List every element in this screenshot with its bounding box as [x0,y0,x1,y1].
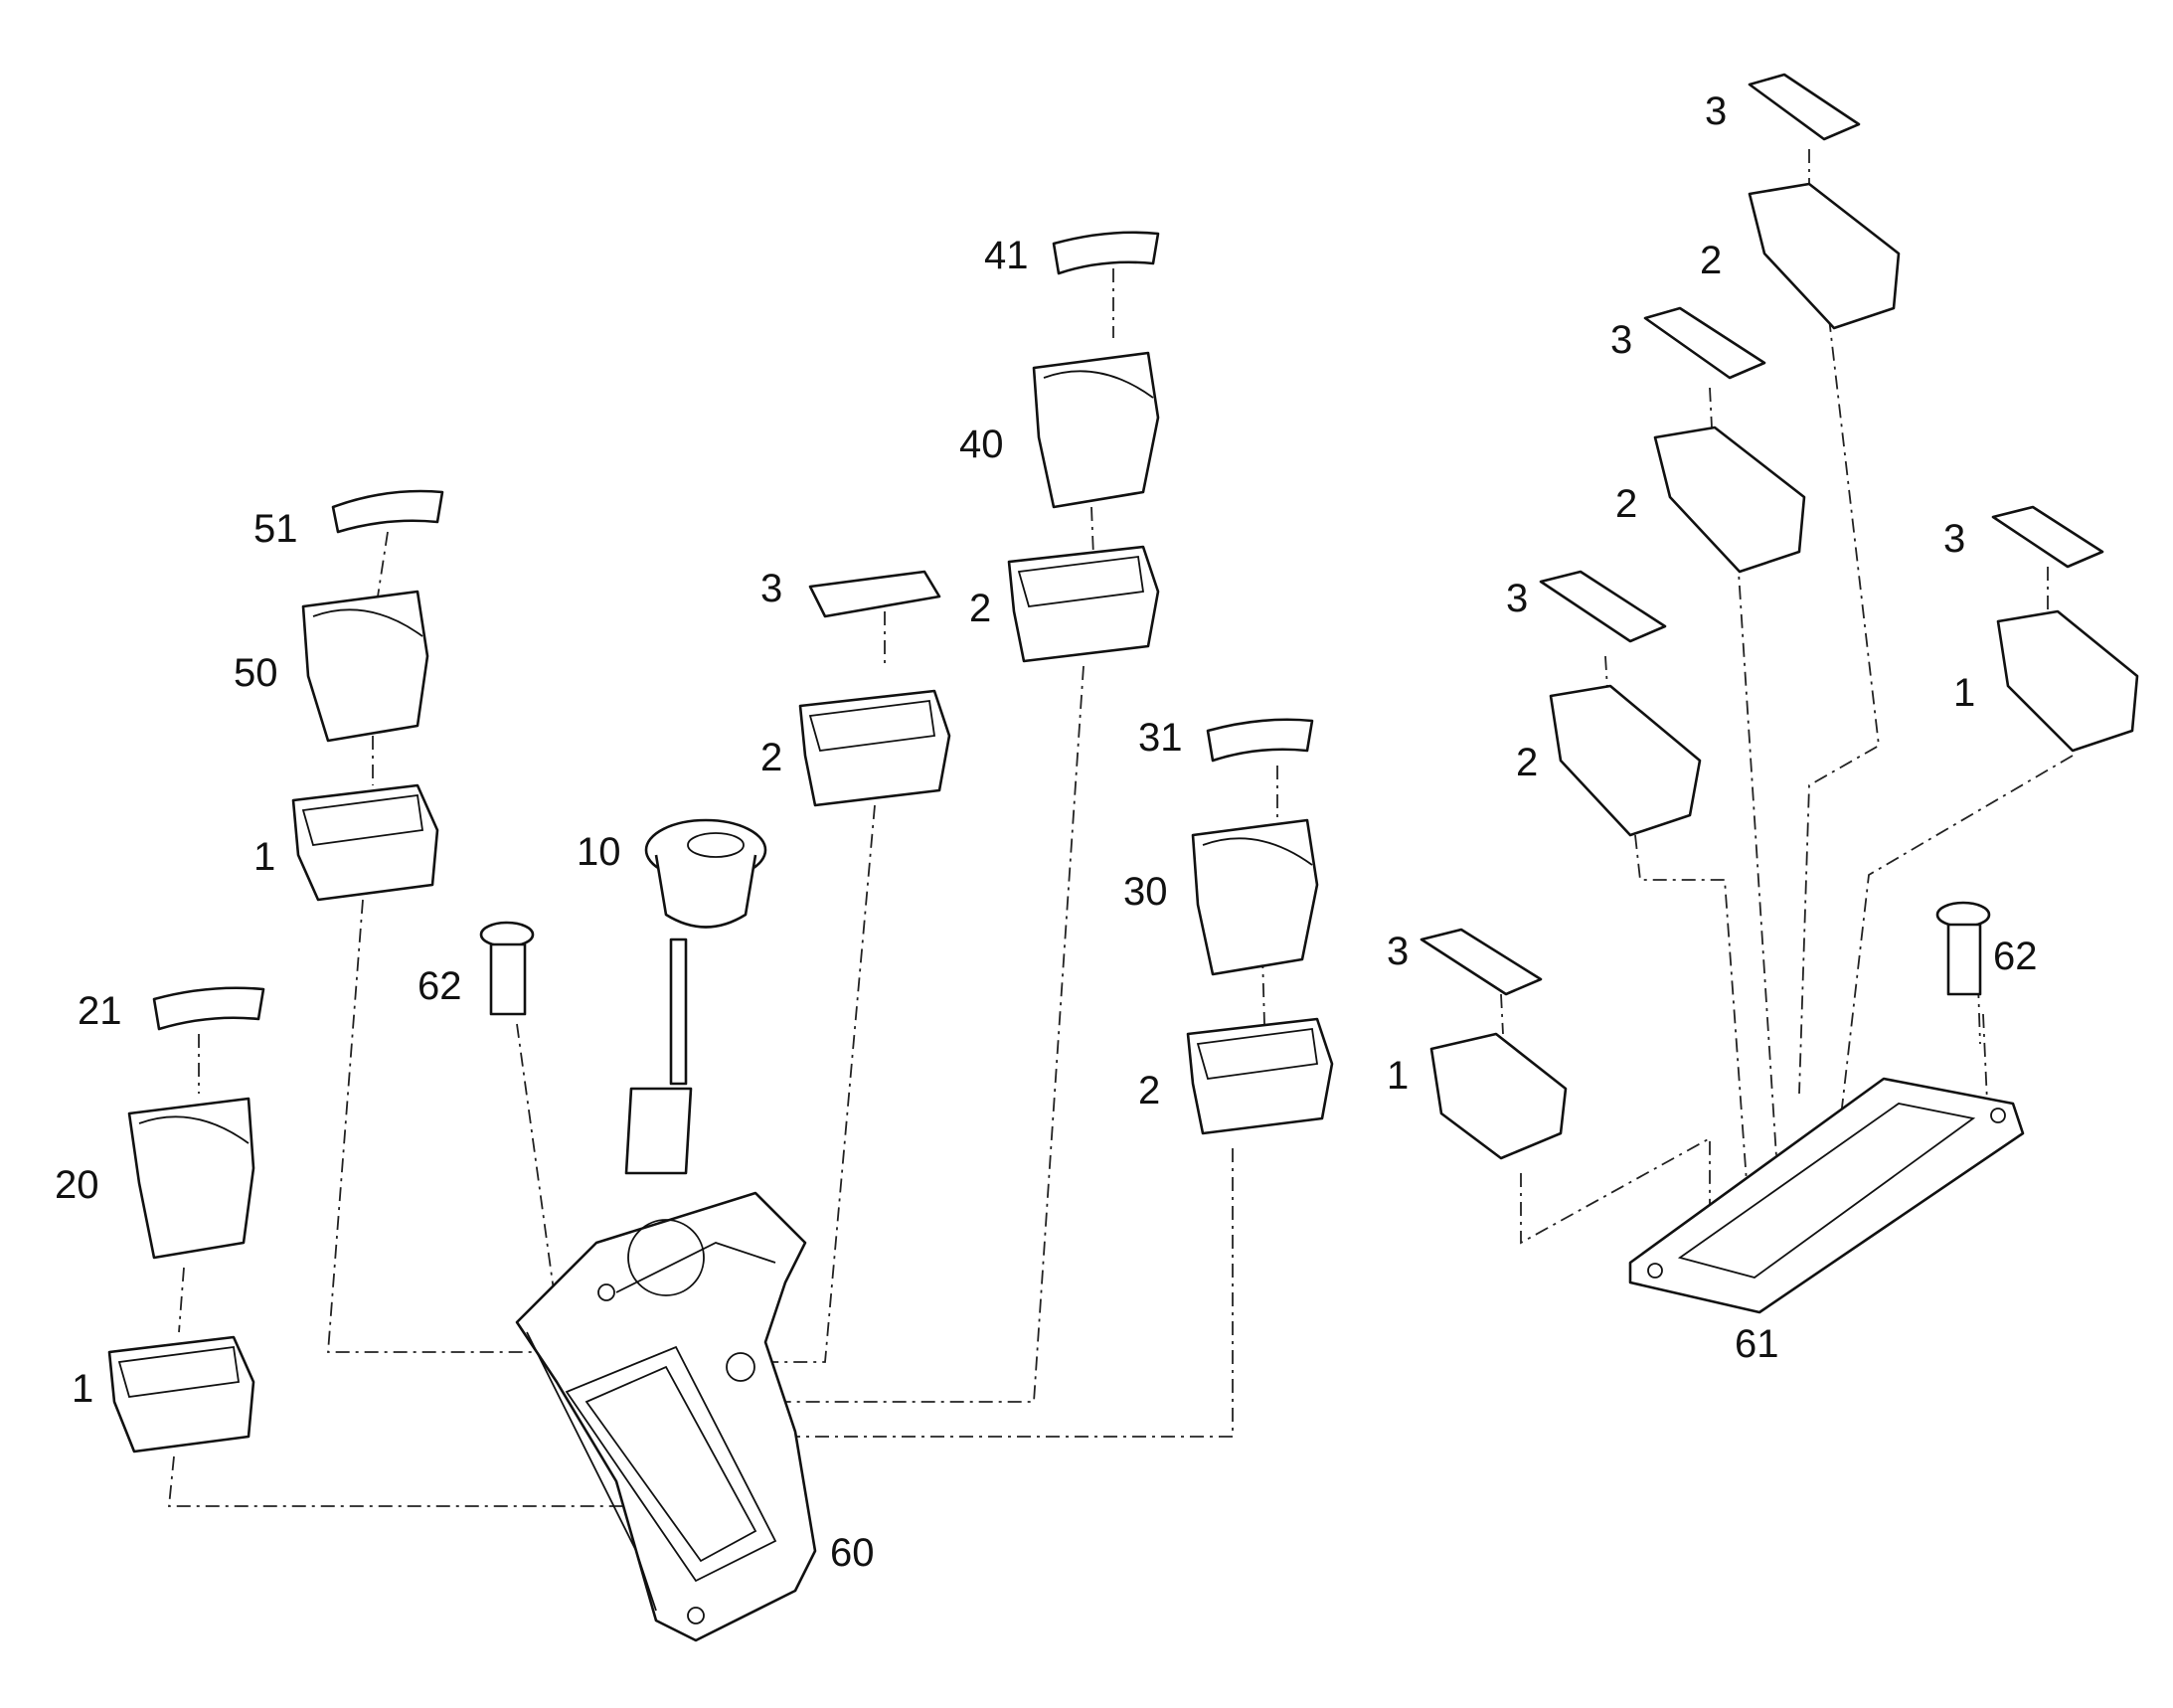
callout-label: 1 [1387,1054,1409,1098]
callout-label: 60 [830,1531,875,1575]
leader-line [1838,755,2074,1134]
part-62-screw-right [1935,901,1991,996]
callout-label: 3 [760,567,782,610]
leader-line [1737,556,1780,1204]
callout-label: 62 [1993,935,2038,978]
callout-label: 30 [1123,870,1168,914]
callout-label: 1 [253,835,275,879]
callout-label: 2 [1615,482,1637,526]
part-60-bracket [515,1191,817,1642]
callout-label: 1 [1953,671,1975,715]
part-62-screw-left [479,921,535,1016]
callout-label: 2 [1700,239,1722,282]
callout-label: 62 [418,964,462,1008]
switch-housing [107,182,2139,1453]
callout-label: 2 [760,736,782,779]
callout-label: 3 [1610,318,1632,362]
leader-line [516,1023,558,1313]
callout-label: 50 [234,651,278,695]
callout-label: 3 [1943,517,1965,561]
callout-label: 51 [253,507,298,551]
leader-line [1798,317,1880,1095]
callout-label: 2 [1516,741,1538,784]
bezel-seal [808,73,2104,996]
leader-line [1709,387,1713,428]
callout-label: 31 [1138,716,1183,760]
callout-label: 41 [984,234,1029,277]
callout-label: 2 [1138,1069,1160,1112]
callout-label: 3 [1705,89,1727,133]
callout-label: 3 [1387,930,1409,973]
callout-label: 1 [72,1367,93,1411]
rocker-switch [127,351,1319,1260]
leader-line [1500,993,1504,1035]
actuator-cap [152,231,1314,1031]
leader-line [1520,1136,1711,1263]
callout-label: 40 [959,423,1004,466]
callout-labels: 3 2 41 3 40 2 51 3 2 3 3 50 1 31 2 2 10 … [55,89,2038,1575]
callout-label: 10 [577,830,621,874]
callout-label: 61 [1735,1322,1779,1366]
callout-label: 2 [969,587,991,630]
callout-label: 21 [78,989,122,1033]
callout-label: 3 [1506,577,1528,620]
leader-line [377,531,389,598]
leader-line [178,1267,185,1333]
leader-line [1634,834,1751,1224]
part-10-socket [624,818,767,1175]
part-61-gasket [1628,1077,2025,1314]
callout-label: 20 [55,1163,99,1207]
leader-line [1090,506,1094,558]
